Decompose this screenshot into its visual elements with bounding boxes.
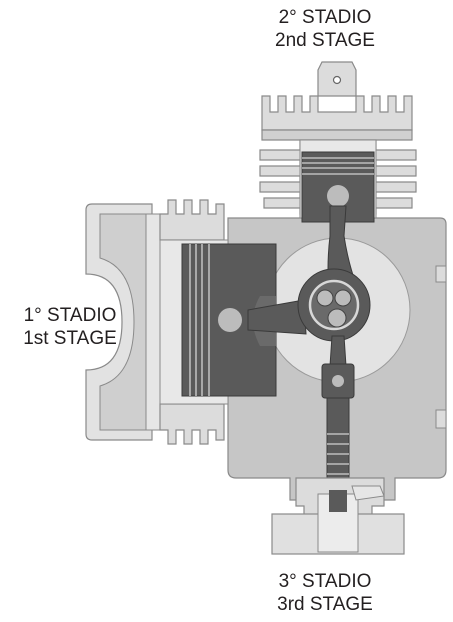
crankcase-right-notch [435, 265, 447, 283]
stage-1-label-it: 1° STADIO [23, 305, 117, 326]
stage-1-piston-pin [218, 308, 242, 332]
stage-1-cylinder-fins [159, 199, 225, 241]
stage-2-label-it: 2° STADIO [278, 7, 372, 28]
stage-3-label-en: 3rd STAGE [277, 594, 373, 615]
stage-1-cylinder [85, 199, 277, 445]
crank-bearing-ball-3 [327, 308, 347, 328]
crank-bearing-ball-2 [334, 289, 352, 307]
stage-2-cylinder [259, 61, 417, 223]
stage-3-connecting-rod [329, 335, 347, 367]
stage-1-head-inner [99, 213, 147, 431]
stage-1-label-en: 1st STAGE [23, 328, 117, 349]
stage-2-head-fins [261, 95, 413, 131]
stage-2-label: 2° STADIO 2nd STAGE [250, 6, 400, 52]
stage-3-plunger-tip [329, 490, 347, 512]
stage-1-valve-plate [145, 213, 161, 431]
stage-2-piston-pin [327, 185, 349, 207]
crank-bearing-ball-1 [316, 289, 334, 307]
stage-3-cylinder [271, 335, 405, 555]
stage-3-side-fitting [351, 485, 385, 501]
stage-1-label: 1° STADIO 1st STAGE [0, 304, 140, 350]
stage-3-label: 3° STADIO 3rd STAGE [250, 570, 400, 616]
stage-1-connecting-rod [247, 299, 307, 335]
stage-1-cylinder-fins-bottom [159, 403, 225, 445]
stage-2-label-en: 2nd STAGE [275, 30, 375, 51]
stage-3-label-it: 3° STADIO [278, 571, 372, 592]
crankcase-right-notch-lower [435, 409, 447, 429]
stage-3-rod-pin [332, 375, 344, 387]
stage-2-head-base [261, 129, 413, 141]
stage-2-tab-hole [332, 75, 342, 85]
